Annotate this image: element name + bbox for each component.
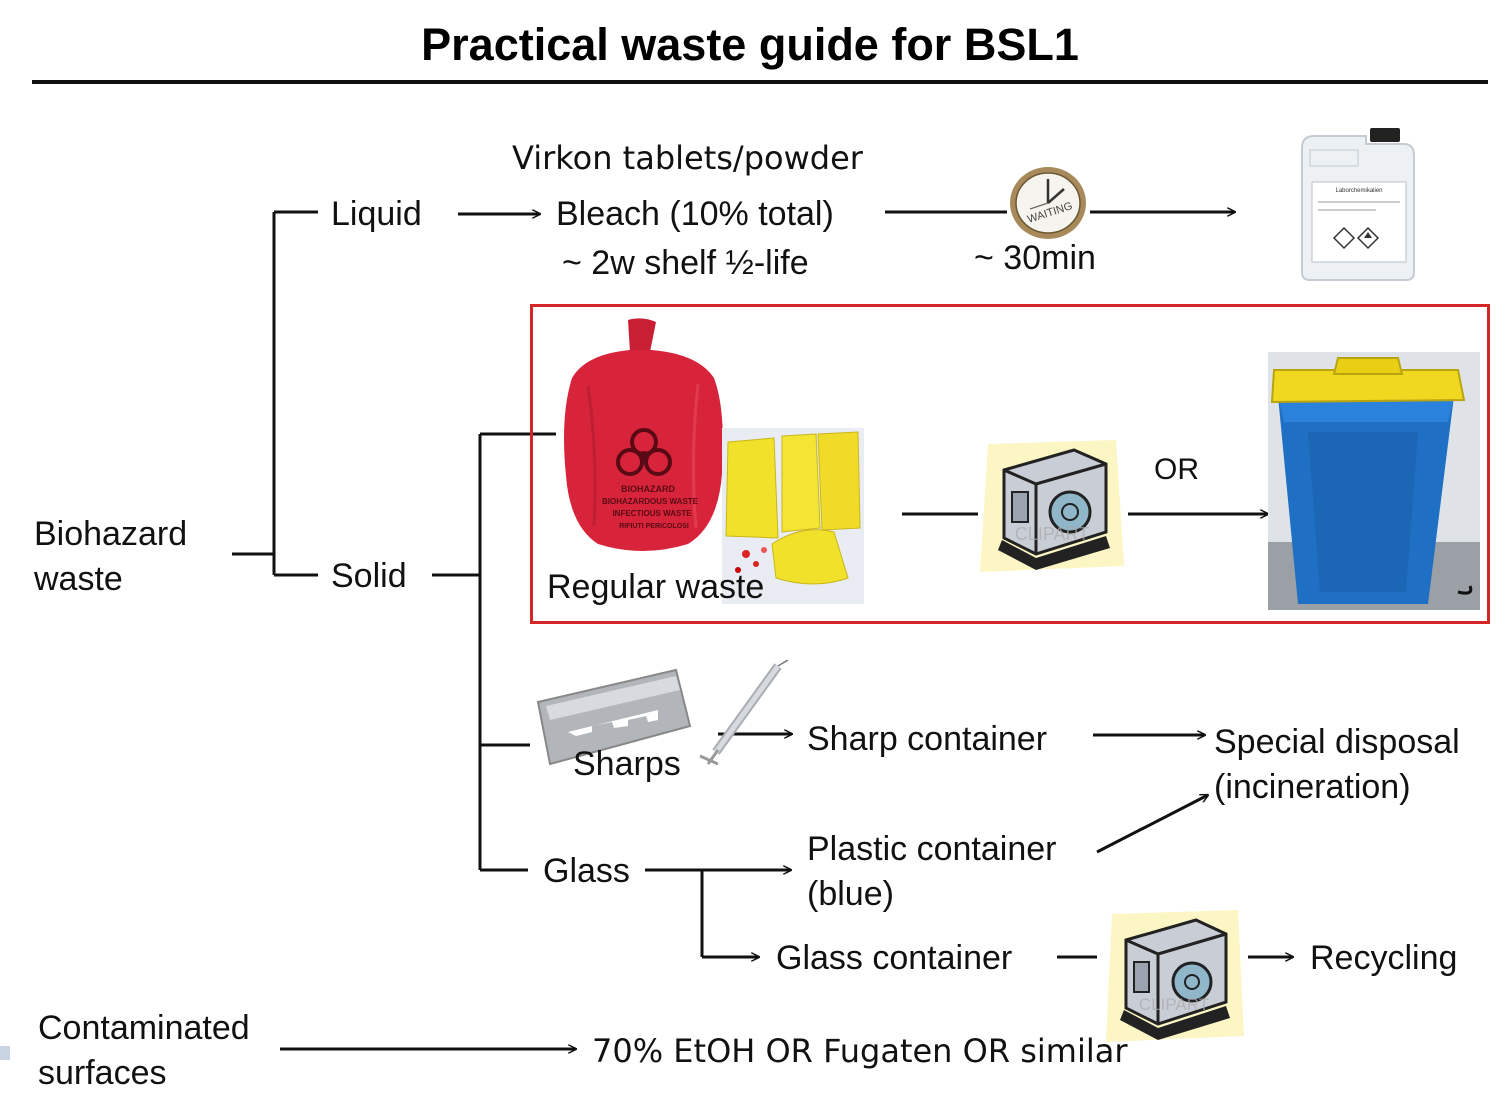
canister-label: Laborchemikalien: [1335, 188, 1382, 194]
autoclave-watermark: CLIPART: [1015, 524, 1089, 544]
shelf-life-label: ~ 2w shelf ½-life: [562, 244, 809, 282]
sharps-label: Sharps: [573, 745, 681, 783]
special-disposal-label-line1: Special disposal: [1214, 723, 1460, 761]
glass-container-label: Glass container: [776, 939, 1013, 977]
wait-time-label: ~ 30min: [974, 239, 1096, 277]
razor-syringe-icon: [536, 660, 789, 766]
yellow-bags-image: [722, 428, 864, 604]
biohazard-waste-label-line2: waste: [34, 560, 123, 598]
edge-marker: [0, 1046, 10, 1060]
autoclave-icon: CLIPART: [980, 440, 1124, 572]
autoclave-icon-recycling: CLIPART: [1106, 910, 1244, 1042]
regular-waste-highlight-box: [530, 304, 1490, 624]
sharp-container-label: Sharp container: [807, 720, 1048, 758]
special-disposal-label-line2: (incineration): [1214, 768, 1411, 806]
plastic-to-disposal-arrow: [1096, 793, 1208, 854]
svg-text:BIOHAZARDOUS WASTE: BIOHAZARDOUS WASTE: [602, 497, 699, 506]
biohazard-waste-label-line1: Biohazard: [34, 515, 188, 553]
page-title: Practical waste guide for BSL1: [421, 19, 1079, 70]
waiting-clock-icon: WAITING: [1010, 167, 1086, 239]
plastic-container-label-line1: Plastic container: [807, 830, 1057, 868]
regular-waste-label: Regular waste: [547, 568, 765, 606]
liquid-label: Liquid: [331, 195, 422, 233]
surface-treatment-label: 70% EtOH OR Fugaten OR similar: [592, 1032, 1128, 1070]
svg-text:RIFIUTI PERICOLOSI: RIFIUTI PERICOLOSI: [619, 523, 689, 530]
plastic-container-label-line2: (blue): [807, 875, 894, 913]
contaminated-surfaces-label-line2: surfaces: [38, 1054, 167, 1092]
solid-label: Solid: [331, 557, 407, 595]
virkon-label: Virkon tablets/powder: [512, 139, 863, 177]
glass-label: Glass: [543, 852, 630, 890]
svg-text:INFECTIOUS WASTE: INFECTIOUS WASTE: [612, 509, 692, 518]
recycling-label: Recycling: [1310, 939, 1458, 977]
contaminated-surfaces-label-line1: Contaminated: [38, 1009, 250, 1047]
waste-canister-icon: Laborchemikalien: [1301, 128, 1415, 281]
svg-text:BIOHAZARD: BIOHAZARD: [621, 484, 675, 494]
blue-waste-bin-image: [1268, 352, 1480, 610]
svg-text:CLIPART: CLIPART: [1139, 995, 1209, 1014]
biohazard-bag-icon: BIOHAZARD BIOHAZARDOUS WASTE INFECTIOUS …: [564, 318, 723, 551]
or-label: OR: [1154, 453, 1199, 486]
bleach-label: Bleach (10% total): [556, 195, 834, 233]
